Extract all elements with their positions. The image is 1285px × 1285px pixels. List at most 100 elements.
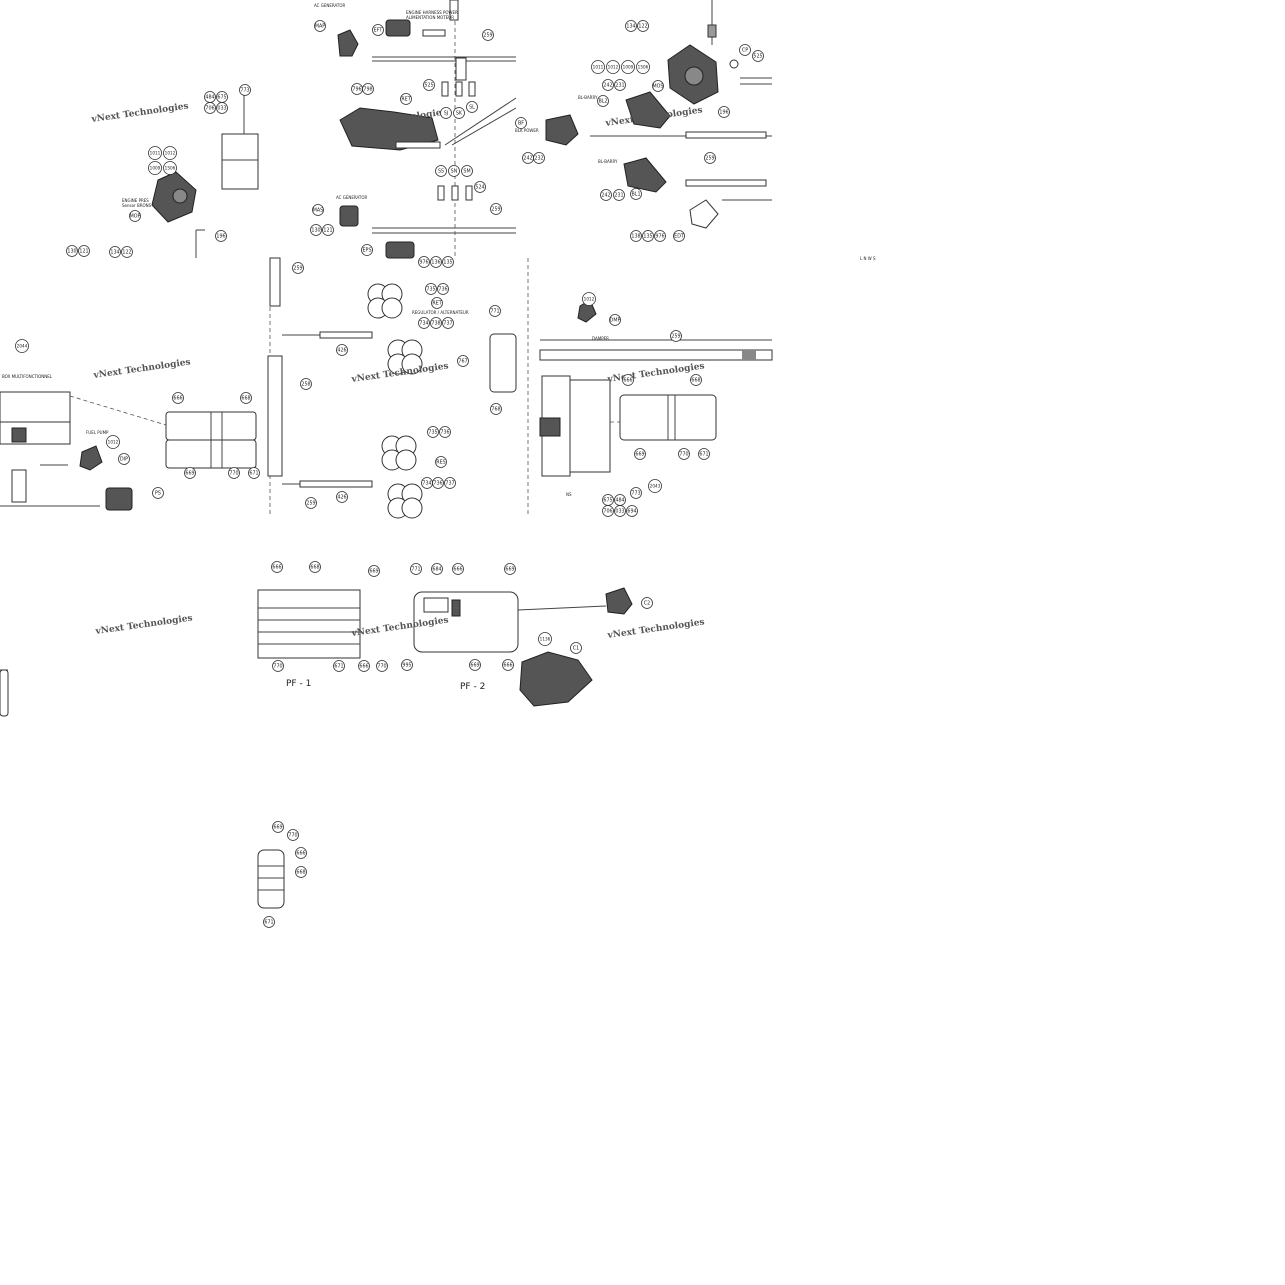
- callout-bubble: 1506: [163, 161, 177, 175]
- callout-bubble: 675: [216, 91, 228, 103]
- callout-bubble: 669: [469, 659, 481, 671]
- callout-label: 525: [753, 54, 762, 60]
- callout-label: 734: [422, 481, 431, 487]
- callout-label: 668: [691, 378, 700, 384]
- callout-label: 669: [505, 567, 514, 573]
- callout-label: 130: [311, 228, 320, 234]
- callout-circle: [609, 314, 621, 326]
- callout-bubble: 1012: [582, 292, 596, 306]
- callout-bubble: EDT: [673, 230, 685, 242]
- callout-label: 771: [411, 567, 420, 573]
- callout-circle: [533, 152, 545, 164]
- callout-label: 771: [490, 309, 499, 315]
- callout-circle: [606, 60, 620, 74]
- callout-label: 122: [122, 250, 131, 256]
- callout-bubble: C2: [641, 597, 653, 609]
- callout-bubble: EPS: [361, 244, 373, 256]
- callout-circle: [292, 262, 304, 274]
- bl1-connector: [623, 157, 667, 193]
- callout-label: CP: [742, 48, 748, 54]
- callout-label: RET: [401, 97, 410, 103]
- callout-bubble: 259: [305, 497, 317, 509]
- callout-bubble: 736: [437, 283, 449, 295]
- callout-bubble: BL1: [630, 188, 642, 200]
- callout-circle: [630, 188, 642, 200]
- callout-circle: [333, 660, 345, 672]
- callout-bubble: 734: [418, 317, 430, 329]
- note-lnws: L N W S: [860, 256, 876, 261]
- callout-circle: [106, 435, 120, 449]
- callout-bubble: 231: [613, 189, 625, 201]
- callout-circle: [271, 561, 283, 573]
- callout-circle: [718, 106, 730, 118]
- callout-label: 1012: [584, 297, 595, 302]
- callout-label: 671: [249, 471, 258, 477]
- note-alimentation-moteur: ALIMENTATION MOTEUR: [406, 15, 454, 20]
- callout-label: 1009: [623, 65, 634, 70]
- callout-label: 196: [216, 234, 225, 240]
- callout-label: MAS: [313, 208, 323, 214]
- callout-label: 259: [705, 156, 714, 162]
- callout-label: 525: [424, 83, 433, 89]
- bl2-connector: [625, 91, 671, 129]
- callout-bubble: 706: [602, 505, 614, 517]
- callout-label: 1012: [108, 440, 119, 445]
- callout-label: MAP: [315, 24, 325, 30]
- callout-bubble: 426: [336, 344, 348, 356]
- callout-circle: [614, 505, 626, 517]
- callout-bubble: 121: [322, 224, 334, 236]
- callout-label: 033: [217, 106, 226, 112]
- callout-circle: [121, 246, 133, 258]
- callout-label: 1506: [165, 166, 176, 171]
- callout-circle: [504, 563, 516, 575]
- callout-circle: [78, 245, 90, 257]
- callout-circle: [637, 20, 649, 32]
- callout-bubble: 666: [358, 660, 370, 672]
- callout-bubble: 669: [504, 563, 516, 575]
- callout-label: 669: [369, 569, 378, 575]
- callout-circle: [310, 224, 322, 236]
- callout-circle: [418, 256, 430, 268]
- callout-bubble: 770: [228, 467, 240, 479]
- callout-circle: [431, 563, 443, 575]
- callout-bubble: 1009: [621, 60, 635, 74]
- callout-label: 258: [301, 382, 310, 388]
- callout-circle: [216, 102, 228, 114]
- callout-circle: [295, 866, 307, 878]
- callout-bubble: BL2: [597, 95, 609, 107]
- callout-label: 130: [67, 249, 76, 255]
- callout-bubble: 796: [351, 83, 363, 95]
- callout-circle: [15, 339, 29, 353]
- callout-circle: [641, 597, 653, 609]
- callout-circle: [287, 829, 299, 841]
- callout-circle: [482, 29, 494, 41]
- callout-circle: [172, 392, 184, 404]
- callout-label: RES: [436, 460, 445, 466]
- note-engine-harness-power: ENGINE HARNESS POWER: [406, 10, 458, 15]
- callout-circle: [263, 916, 275, 928]
- callout-label: 135: [443, 260, 452, 266]
- regulator-connector-low: [381, 435, 417, 471]
- panel-regulator: [267, 257, 423, 519]
- callout-circle: [401, 659, 413, 671]
- callout-label: 675: [217, 95, 226, 101]
- callout-circle: [704, 152, 716, 164]
- callout-label: 669: [470, 663, 479, 669]
- callout-bubble: 259: [704, 152, 716, 164]
- mas-sensor: [339, 205, 359, 227]
- callout-circle: [272, 821, 284, 833]
- map-sensor: [337, 29, 359, 57]
- panel-ecm-connector: [489, 258, 773, 516]
- callout-bubble: 1012: [106, 435, 120, 449]
- note-ac-generator: AC GENERATOR: [314, 3, 346, 8]
- callout-label: 1012: [608, 65, 619, 70]
- callout-label: 484: [205, 95, 214, 101]
- callout-bubble: 2043: [648, 479, 662, 493]
- callout-bubble: MAS: [312, 204, 324, 216]
- callout-label: 259: [306, 501, 315, 507]
- callout-circle: [461, 165, 473, 177]
- callout-bubble: 196: [215, 230, 227, 242]
- callout-circle: [634, 448, 646, 460]
- callout-circle: [309, 561, 321, 573]
- callout-bubble: 771: [489, 305, 501, 317]
